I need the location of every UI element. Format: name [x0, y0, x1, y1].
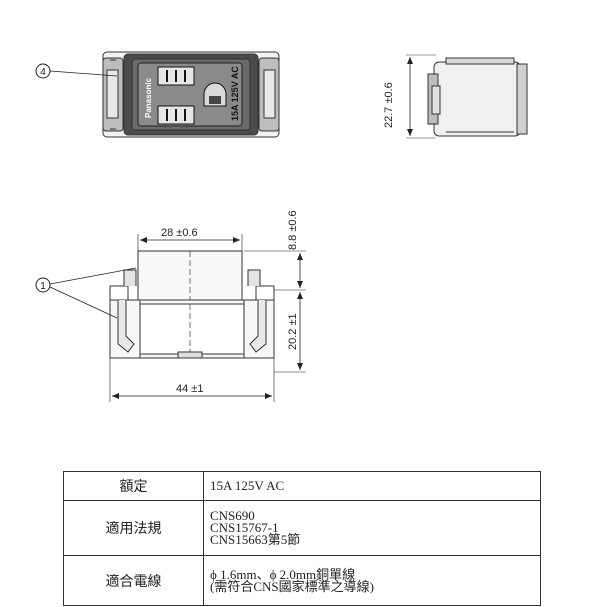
- front-view-markings: Panasonic 15A 125V AC: [144, 66, 240, 121]
- spec-value-line: ϕ 1.6mm、ϕ 2.0mm銅單線: [210, 566, 356, 582]
- callout-4-label: 4: [40, 67, 46, 78]
- spec-value-line: (需符合CNS國家標準之導線): [210, 578, 374, 594]
- rating-mark: 15A 125V AC: [230, 66, 240, 121]
- brand-mark: Panasonic: [144, 77, 153, 118]
- spec-value-standards: CNS690 CNS15767-1 CNS15663第5節: [203, 500, 541, 556]
- callout-4: 4: [35, 63, 118, 79]
- side-view: [406, 54, 528, 139]
- dim-44-lines: [109, 358, 275, 402]
- technical-drawing: Panasonic 15A 125V AC 4 22.7 ±0.6: [35, 51, 528, 402]
- spec-table: 額定 15A 125V AC 適用法規 CNS690 CNS15767-1 CN…: [63, 471, 541, 606]
- spec-value-line: CNS15663第5節: [210, 532, 301, 547]
- callout-1-label: 1: [40, 281, 46, 292]
- dim-body-height: 20.2 ±1: [287, 313, 299, 350]
- dim-overall-width: 44 ±1: [176, 383, 203, 395]
- spec-value-rating: 15A 125V AC: [203, 471, 541, 501]
- dim-inner-width: 28 ±0.6: [161, 227, 198, 239]
- bottom-view: [109, 250, 275, 359]
- spec-value-line: CNS15767-1: [210, 520, 279, 535]
- spec-label-standards: 適用法規: [63, 500, 204, 556]
- spec-row-standards: 適用法規 CNS690 CNS15767-1 CNS15663第5節: [63, 500, 541, 556]
- callout-1: 1: [35, 267, 137, 319]
- spec-label-wire: 適合電線: [63, 555, 204, 606]
- dim-top-offset: 8.8 ±0.6: [287, 210, 299, 250]
- front-view: [102, 51, 280, 138]
- spec-value-line: CNS690: [210, 508, 255, 523]
- spec-row-rating: 額定 15A 125V AC: [63, 471, 541, 501]
- dim-side-height: 22.7 ±0.6: [383, 82, 395, 128]
- dim-28-lines: [137, 234, 243, 251]
- spec-row-wire: 適合電線 ϕ 1.6mm、ϕ 2.0mm銅單線 (需符合CNS國家標準之導線): [63, 555, 541, 606]
- dim-vertical-lines: [244, 250, 306, 373]
- spec-value-line: 15A 125V AC: [210, 478, 285, 493]
- spec-value-wire: ϕ 1.6mm、ϕ 2.0mm銅單線 (需符合CNS國家標準之導線): [203, 555, 541, 606]
- spec-label-rating: 額定: [63, 471, 204, 501]
